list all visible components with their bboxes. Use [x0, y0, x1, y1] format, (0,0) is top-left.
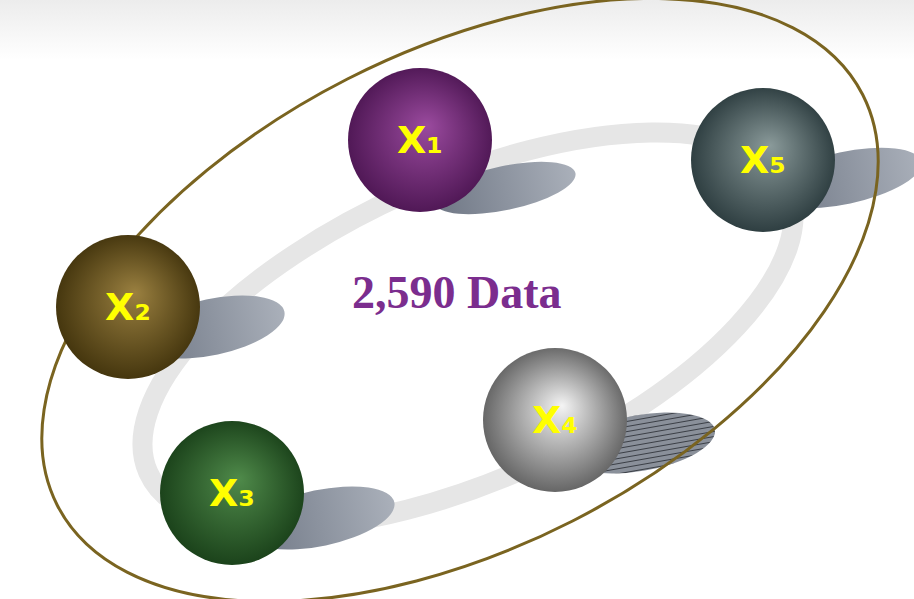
variable-sphere: X₁	[347, 67, 493, 213]
variable-label: X₃	[209, 471, 255, 515]
orbit-ring	[87, 51, 849, 599]
variable-label: X₁	[397, 118, 443, 162]
variable-sphere: X₅	[690, 87, 836, 233]
variable-sphere: X₃	[159, 420, 305, 566]
variable-label: X₂	[105, 285, 151, 329]
variable-sphere: X₂	[55, 234, 201, 380]
variable-label: X₄	[532, 398, 578, 442]
variable-sphere: X₄	[482, 347, 628, 493]
data-count-label: 2,590 Data	[352, 266, 562, 319]
variable-label: X₅	[740, 138, 786, 182]
